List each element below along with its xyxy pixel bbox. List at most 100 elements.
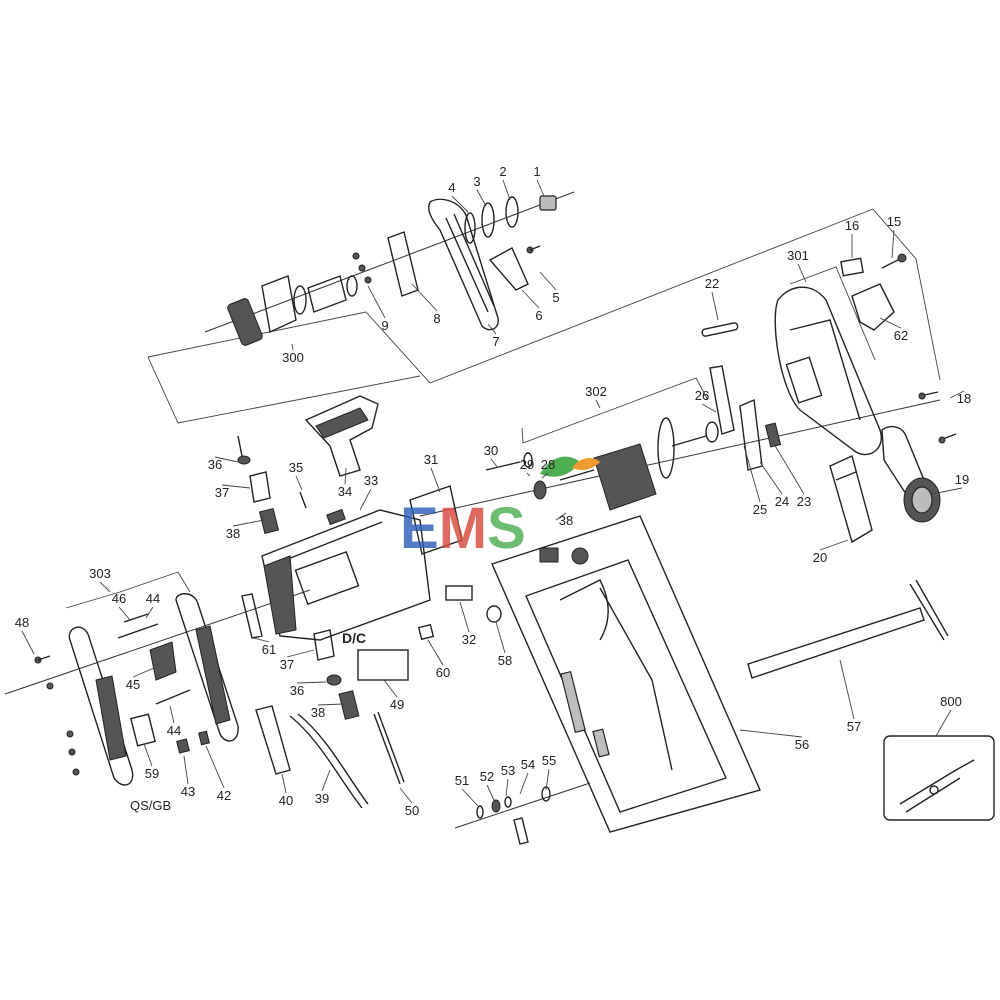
- part-number-label: 49: [390, 697, 404, 712]
- leader-line: [759, 461, 783, 495]
- leader-line: [526, 472, 531, 477]
- watermark-letter: E: [400, 496, 439, 561]
- leader-line: [743, 445, 761, 503]
- leader-line: [545, 768, 550, 791]
- part-number-label: 61: [262, 642, 276, 657]
- leader-line: [495, 621, 506, 654]
- part-block-32: [445, 585, 473, 601]
- leader-line: [367, 285, 386, 319]
- part-rip-fence-57: [747, 579, 949, 679]
- part-number-label: 9: [381, 318, 388, 333]
- part-screw-15: [881, 253, 907, 269]
- leader-line: [502, 179, 511, 201]
- part-number-label: 52: [480, 769, 494, 784]
- leader-line: [773, 443, 805, 495]
- leader-line: [427, 639, 444, 666]
- leader-line: [949, 390, 965, 399]
- part-number-label: 45: [126, 677, 140, 692]
- part-number-label: 15: [887, 214, 901, 229]
- part-screws-48: [34, 655, 80, 776]
- watermark-text: EMS: [400, 496, 526, 561]
- leader-line: [145, 606, 154, 619]
- part-number-label: 62: [894, 328, 908, 343]
- leader-line: [490, 458, 499, 469]
- leader-line: [486, 784, 495, 801]
- leader-line: [555, 512, 567, 521]
- part-lever-20: [829, 455, 873, 544]
- axis-bottom: [454, 782, 591, 829]
- part-number-label: 37: [215, 485, 229, 500]
- leader-line: [321, 769, 331, 792]
- part-number-label: 1: [533, 164, 540, 179]
- group-bracket-301: [789, 266, 876, 361]
- leader-line: [430, 467, 441, 493]
- part-number-label: 301: [787, 248, 809, 263]
- part-number-label: 38: [311, 705, 325, 720]
- part-number-label: 7: [492, 334, 499, 349]
- part-knob-36-37-38-bottom: [313, 629, 360, 720]
- leader-line: [505, 778, 509, 797]
- leader-line: [383, 679, 398, 698]
- part-armature-302: [559, 417, 719, 511]
- part-brush-23-25: [709, 365, 782, 471]
- part-handle-34: [304, 395, 379, 477]
- part-number-label: 31: [424, 452, 438, 467]
- group-bracket-300: [147, 208, 941, 384]
- part-number-label: 20: [813, 550, 827, 565]
- part-number-label: 33: [364, 473, 378, 488]
- leader-line: [461, 788, 479, 807]
- leader-line: [399, 787, 413, 804]
- leader-line: [317, 703, 345, 706]
- leader-line: [819, 539, 849, 551]
- leader-line: [839, 659, 855, 720]
- part-screws-44-46: [117, 613, 191, 705]
- part-number-label: 59: [145, 766, 159, 781]
- part-motor-housing-33: [261, 508, 431, 641]
- part-base-plate-56: [491, 515, 761, 833]
- part-screws-51-55: [476, 786, 551, 845]
- part-label-16: [840, 257, 864, 277]
- part-strip-61: [241, 593, 263, 639]
- part-number-label: 46: [112, 591, 126, 606]
- part-number-label: 28: [541, 457, 555, 472]
- part-number-label: 22: [705, 276, 719, 291]
- part-number-label: 40: [279, 793, 293, 808]
- part-cord-guard-40: [255, 705, 291, 775]
- part-lever-5-6: [488, 245, 541, 291]
- watermark-leaf-icon: [540, 456, 580, 477]
- leader-line: [183, 755, 189, 785]
- leader-line: [476, 189, 487, 207]
- leader-line: [169, 705, 175, 724]
- part-number-label: 303: [89, 566, 111, 581]
- leader-line: [711, 291, 719, 321]
- part-number-label: 44: [167, 723, 181, 738]
- leader-line: [118, 606, 131, 621]
- leader-line: [99, 581, 111, 593]
- part-nut-43: [176, 738, 190, 754]
- leader-line: [739, 729, 803, 738]
- group-bracket-302: [521, 377, 709, 444]
- marking-dc: D/C: [342, 630, 366, 646]
- part-cap-31: [409, 485, 463, 555]
- part-number-label: 300: [282, 350, 304, 365]
- group-bracket-300-lower: [147, 356, 421, 424]
- watermark-letter: S: [487, 496, 526, 561]
- part-spring-8: [387, 231, 419, 297]
- leader-line: [344, 467, 347, 485]
- group-bracket-303: [65, 571, 191, 609]
- axis-left: [4, 589, 311, 695]
- part-number-label: 25: [753, 502, 767, 517]
- leader-line: [232, 519, 265, 527]
- part-number-label: 57: [847, 719, 861, 734]
- part-fan-300: [227, 275, 358, 346]
- watermark-logo: EMS: [400, 456, 600, 561]
- part-accessory-box-800: [883, 735, 995, 821]
- part-number-label: 35: [289, 460, 303, 475]
- part-number-label: 3: [473, 174, 480, 189]
- part-blade-guard-7: [428, 198, 499, 331]
- part-number-label: 34: [338, 484, 352, 499]
- leader-line: [521, 289, 540, 309]
- part-screws-9: [352, 252, 372, 284]
- part-number-label: 60: [436, 665, 450, 680]
- part-pin-22: [701, 322, 739, 337]
